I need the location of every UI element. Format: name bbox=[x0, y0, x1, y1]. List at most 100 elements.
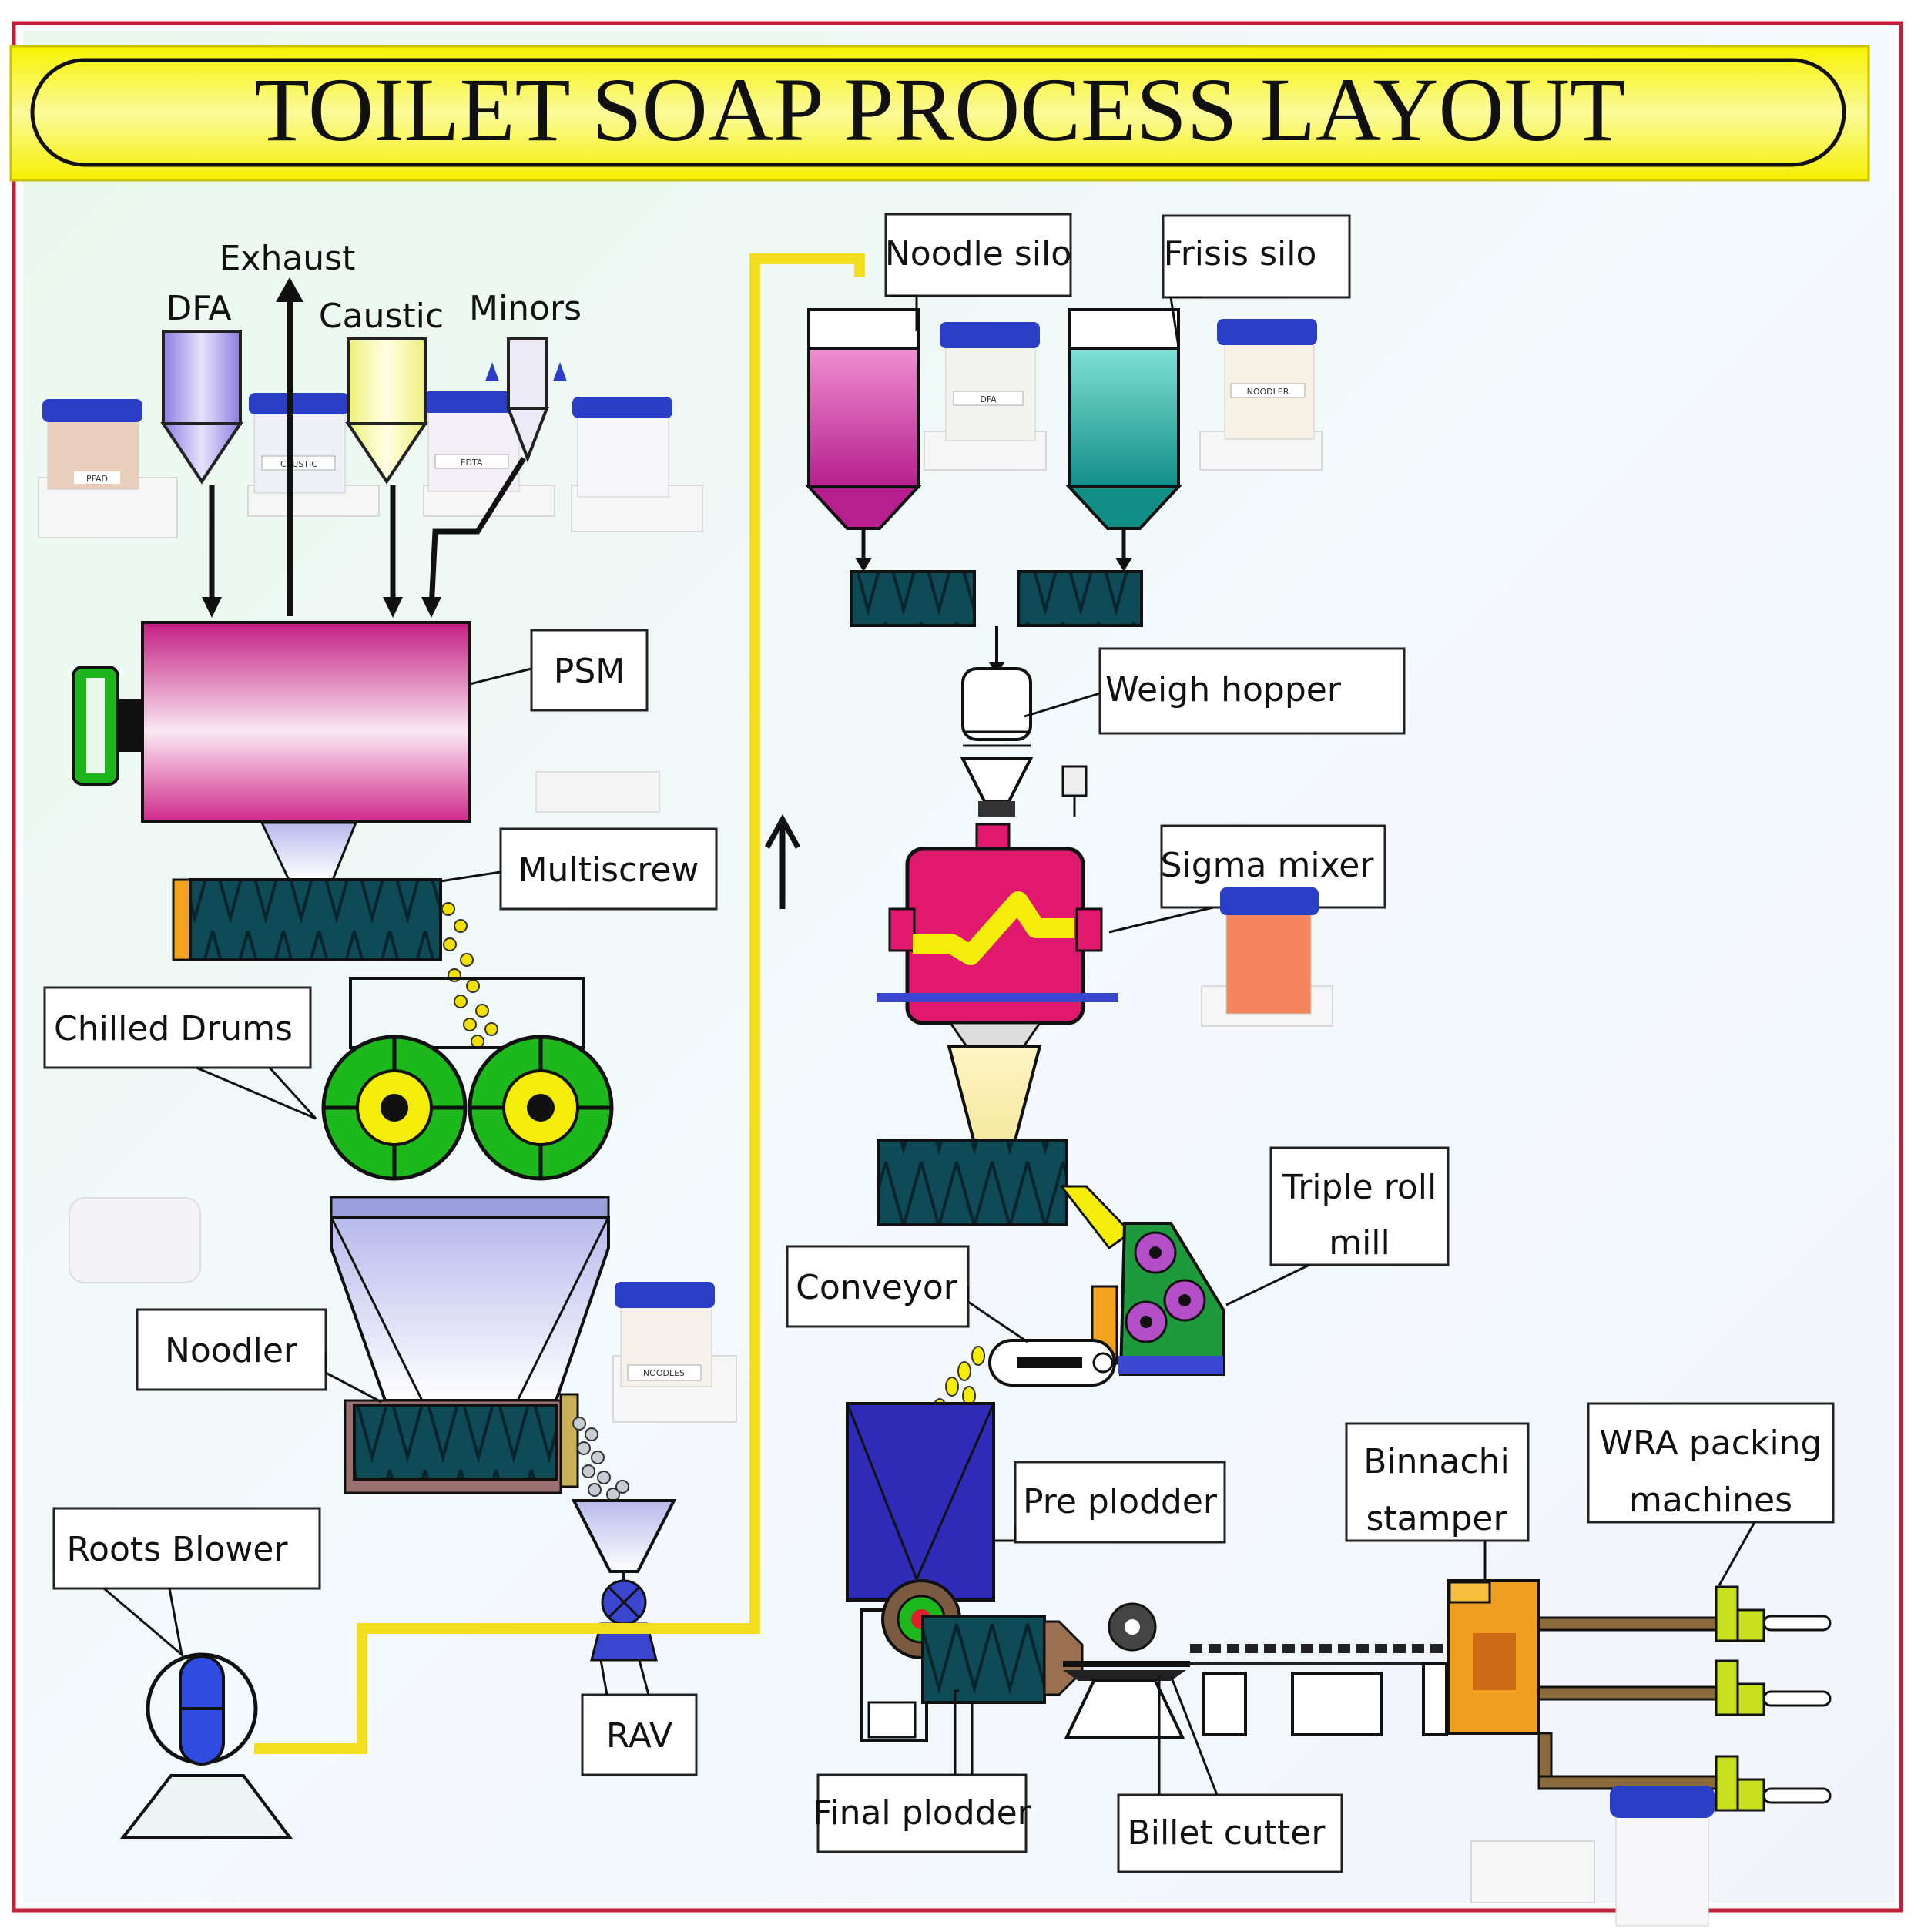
conveyor-label-box bbox=[786, 1245, 970, 1328]
noodler-extruder bbox=[344, 1393, 579, 1494]
title-banner: TOILET SOAP PROCESS LAYOUT bbox=[9, 45, 1870, 182]
edta-jar-label: EDTA bbox=[461, 458, 483, 468]
noodler-label: Noodler bbox=[165, 1331, 298, 1370]
chilled-drums-frame bbox=[349, 977, 585, 1049]
exhaust-arrow bbox=[276, 277, 303, 616]
conveyor-leader-line bbox=[967, 1286, 1028, 1343]
psm-feed-arrowheads bbox=[202, 597, 441, 618]
minors-tank bbox=[485, 337, 567, 463]
weigh-hopper-label: Weigh hopper bbox=[1105, 670, 1342, 709]
rav-label-box bbox=[581, 1693, 698, 1776]
billet-cutter-leader-line-2 bbox=[1169, 1675, 1219, 1796]
pre-plodder-label-box bbox=[1014, 1461, 1226, 1544]
billet-cutter bbox=[1063, 1602, 1190, 1739]
rav-label: RAV bbox=[606, 1716, 672, 1756]
mixer-screw-conveyor bbox=[877, 1139, 1068, 1226]
frisis-silo-label-box bbox=[1162, 214, 1351, 299]
triple-roll-mill-label-box bbox=[1269, 1146, 1450, 1266]
rav-valve bbox=[571, 1499, 677, 1662]
psm-label: PSM bbox=[554, 652, 625, 691]
empty-shelf bbox=[535, 771, 660, 813]
binnachi-stamper-label-box bbox=[1345, 1422, 1530, 1542]
belt-conveyor bbox=[988, 1339, 1116, 1387]
noodler-jar-label: NOODLER bbox=[1247, 387, 1289, 397]
sigma-mixer bbox=[877, 823, 1118, 1049]
caustic-sample-jar: CAUSTIC bbox=[247, 393, 380, 517]
pneumatic-conveying-pipe bbox=[254, 253, 865, 1754]
minors-input-label: Minors bbox=[469, 289, 582, 328]
final-plodder-leader-line bbox=[954, 1689, 959, 1775]
empty-sample-jar bbox=[571, 397, 703, 532]
triple-roll-mill-label-line2: mill bbox=[1329, 1223, 1390, 1263]
multiscrew-leader-line bbox=[440, 870, 501, 883]
dfa-input-label: DFA bbox=[166, 289, 231, 328]
noodles-jar-label: NOODLES bbox=[643, 1368, 685, 1378]
noodler-hopper bbox=[330, 1196, 610, 1402]
caustic-tank bbox=[345, 337, 428, 485]
conveyor-label: Conveyor bbox=[796, 1268, 958, 1307]
frisis-silo-label: Frisis silo bbox=[1164, 234, 1317, 273]
exhaust-label: Exhaust bbox=[220, 239, 356, 278]
sigma-mixer-sample-jar bbox=[1201, 887, 1333, 1027]
noodle-silo-screw-feeder bbox=[850, 570, 976, 627]
dfa-sample-jar: DFA bbox=[924, 322, 1047, 471]
psm-label-box bbox=[530, 629, 649, 712]
chilled-drums-leader-line bbox=[196, 1066, 317, 1120]
chilled-drums-label: Chilled Drums bbox=[54, 1009, 293, 1048]
noodles-sample-jar: NOODLES bbox=[612, 1282, 737, 1423]
roots-blower-leader-line bbox=[103, 1587, 184, 1658]
billet-cutter-label-box bbox=[1117, 1793, 1343, 1873]
frisis-silo bbox=[1065, 308, 1182, 530]
page-title: TOILET SOAP PROCESS LAYOUT bbox=[254, 59, 1625, 160]
pre-plodder bbox=[846, 1402, 995, 1602]
noodler-leader-line bbox=[324, 1352, 382, 1404]
sigma-mixer-label: Sigma mixer bbox=[1161, 846, 1375, 885]
roots-blower-label: Roots Blower bbox=[66, 1530, 288, 1569]
billet-cutter-label: Billet cutter bbox=[1128, 1813, 1326, 1853]
wra-packing-machine-1 bbox=[1715, 1585, 1832, 1642]
binnachi-stamper-label-line1: Binnachi bbox=[1363, 1442, 1509, 1481]
frisis-silo-screw-feeder bbox=[1017, 570, 1143, 627]
triple-roll-mill-leader-line bbox=[1225, 1263, 1310, 1306]
triple-roll-mill-label-line1: Triple roll bbox=[1282, 1168, 1437, 1207]
final-plodder-label-box bbox=[816, 1773, 1028, 1853]
noodle-silo-label: Noodle silo bbox=[885, 234, 1071, 273]
chilled-drum-right bbox=[468, 1035, 614, 1181]
pipe-direction-arrow bbox=[764, 813, 801, 909]
binnachi-stamper-label-line2: stamper bbox=[1366, 1499, 1507, 1538]
final-plodder bbox=[860, 1579, 1084, 1742]
noodler-label-box bbox=[136, 1308, 327, 1391]
psm-drum bbox=[72, 621, 471, 823]
roots-blower-label-box bbox=[52, 1507, 321, 1590]
pre-plodder-label: Pre plodder bbox=[1023, 1482, 1218, 1521]
finished-soap-sample-jar bbox=[1470, 1786, 1715, 1927]
frisis-silo-leader-line bbox=[1169, 296, 1202, 347]
chilled-drums-label-box bbox=[43, 986, 312, 1069]
multiscrew-label: Multiscrew bbox=[518, 850, 699, 890]
soap-chips-multiscrew bbox=[441, 902, 498, 1048]
caustic-jar-label: CAUSTIC bbox=[280, 459, 317, 469]
final-plodder-label: Final plodder bbox=[813, 1793, 1031, 1833]
noodle-silo-label-box bbox=[884, 213, 1072, 297]
pfad-jar-label: PFAD bbox=[86, 474, 108, 484]
billet-chain-conveyor bbox=[1190, 1644, 1448, 1736]
wra-packing-label-line1: WRA packing bbox=[1600, 1424, 1822, 1463]
pfad-sample-jar: PFAD bbox=[38, 399, 178, 538]
psm-feed-lines bbox=[209, 457, 526, 609]
weigh-hopper-label-box bbox=[1098, 647, 1406, 735]
caustic-input-label: Caustic bbox=[319, 297, 444, 336]
wra-packing-leader-line bbox=[1718, 1521, 1756, 1586]
wra-packing-label-line2: machines bbox=[1629, 1481, 1792, 1520]
dfa-tank bbox=[160, 330, 243, 485]
chilled-drum-left bbox=[321, 1035, 468, 1181]
wra-packing-machine-3 bbox=[1715, 1755, 1832, 1812]
weigh-hopper-leader-line bbox=[1024, 692, 1101, 718]
psm-leader-line bbox=[469, 667, 532, 686]
rav-leader-line bbox=[599, 1659, 650, 1696]
noodle-silo bbox=[805, 308, 922, 530]
wra-packing-label-box bbox=[1587, 1402, 1835, 1524]
dfa-jar-label: DFA bbox=[980, 394, 997, 404]
silo-outlet-arrows bbox=[855, 528, 1132, 572]
roots-blower bbox=[119, 1652, 293, 1839]
